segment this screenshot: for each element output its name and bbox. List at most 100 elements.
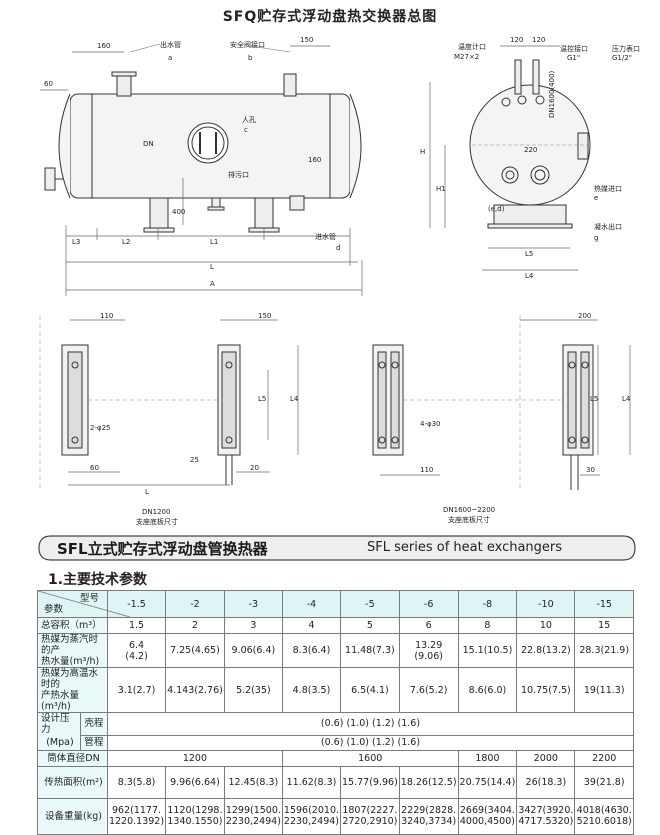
cell: 7.25(4.65) [165, 633, 225, 668]
cell-line: 2669(3404. [459, 805, 515, 816]
dim-25: 25 [190, 456, 199, 464]
cell: 5.2(35) [223, 667, 283, 713]
label-safety-valve: 安全阀接口 [230, 41, 265, 49]
cell: 15.1(10.5) [457, 633, 518, 668]
cell: 19(11.3) [574, 667, 634, 713]
note-dn1200: DN1200 [142, 508, 171, 516]
cell: 2229(2828.3240,3734) [398, 797, 459, 835]
dim-L5: L5 [525, 250, 534, 258]
dim-20: 20 [250, 464, 259, 472]
table-row-shell: 设计压力 壳程 (0.6) (1.0) (1.2) (1.6) [37, 712, 635, 736]
row-label-line: 热水量(m³/h) [41, 656, 100, 667]
cell: 4.143(2.76) [165, 667, 225, 713]
dim-A: A [210, 280, 215, 288]
dim-L5-b: L5 [258, 395, 267, 403]
label-thermometer: 温度计口 [458, 43, 486, 51]
cell: 18.26(12.5) [398, 765, 459, 799]
row-label: 设计压力 [37, 712, 81, 735]
model-cell: -5 [340, 590, 400, 618]
model-cell: -15 [574, 590, 634, 618]
label-heat-in: 热媒进口 [594, 185, 622, 193]
section-title: 1.主要技术参数 [48, 572, 148, 588]
cell-line: 2230,2494) [283, 816, 340, 827]
cell: 8.6(6.0) [457, 667, 518, 713]
dim-200: 200 [578, 312, 592, 320]
cell-line: 2720,2910) [342, 816, 398, 827]
row-label-line: 热媒为高温水时的 [41, 668, 99, 690]
cell: 22.8(13.2) [516, 633, 576, 668]
dim-220: 220 [524, 146, 538, 154]
cell: 10.75(7.5) [516, 667, 576, 713]
cell-line: 962(1177. [111, 805, 162, 816]
dim-160-top: 160 [97, 42, 111, 50]
cell-line: 3427(3920. [518, 805, 574, 816]
corner-diagonal [38, 591, 130, 617]
row-label: 设备重量(kg) [37, 797, 108, 835]
model-cell: -6 [398, 590, 459, 618]
label-outlet: 出水管 [160, 41, 181, 49]
row-label: 传热面积(m²) [37, 765, 108, 799]
cell: 6.4(4.2) [106, 633, 167, 668]
cell: 28.3(21.9) [574, 633, 634, 668]
table-row-tube: (Mpa) 管程 (0.6) (1.0) (1.2) (1.6) [37, 734, 635, 751]
cell: 5 [340, 617, 400, 634]
row-label: 热媒为高温水时的 产热水量(m³/h) [37, 667, 108, 713]
tank-side-view [429, 45, 591, 271]
dim-150-top: 150 [300, 36, 314, 44]
dim-L3: L3 [72, 238, 81, 246]
cell: 8.3(5.8) [106, 765, 167, 799]
model-cell: -4 [281, 590, 342, 618]
cell-line: 1807(2227. [342, 805, 398, 816]
cell: 4018(4630.5210.6018) [574, 797, 634, 835]
note-dn1600-b: 支座底板尺寸 [448, 516, 490, 524]
dim-120-b: 120 [532, 36, 546, 44]
bolt-4-30: 4-φ30 [420, 420, 441, 428]
label-inlet: 进水管 [315, 233, 336, 241]
dim-L4-b: L4 [290, 395, 299, 403]
model-label: 型号 [79, 593, 99, 604]
drawings [39, 43, 631, 490]
dim-60: 60 [44, 80, 53, 88]
cell: 6 [398, 617, 459, 634]
cell-line: 1220.1392) [108, 816, 165, 827]
table-row-weight: 设备重量(kg) 962(1177.1220.1392) 1120(1298.1… [37, 797, 634, 835]
row-label: 总容积（m³） [37, 617, 108, 634]
cell: 1120(1298.1340.1550) [165, 797, 225, 835]
cell-line: 1340.1550) [167, 816, 223, 827]
label-m27: M27×2 [454, 53, 480, 61]
cell: (0.6) (1.0) (1.2) (1.6) [106, 734, 635, 751]
banner-title-en: SFL series of heat exchangers [367, 540, 563, 555]
dim-30: 30 [586, 466, 595, 474]
cell: 13.29(9.06) [398, 633, 459, 668]
sub-label: 壳程 [79, 712, 108, 736]
dim-110-b: 110 [420, 466, 434, 474]
model-cell: -2 [165, 590, 225, 618]
dim-L: L [210, 263, 214, 271]
cell-line: 1120(1298. [167, 805, 223, 816]
note-dn1600: DN1600~2200 [443, 506, 496, 514]
label-temp-ctrl: 温控接口 [560, 45, 588, 53]
table-row-hotwater: 热媒为高温水时的 产热水量(m³/h) 3.1(2.7) 4.143(2.76)… [37, 667, 634, 713]
cell-line: (4.2) [125, 650, 148, 662]
cell: 39(21.8) [574, 765, 634, 799]
dim-150-b: 150 [258, 312, 272, 320]
cell: 1200 [106, 749, 283, 767]
label-c: c [244, 126, 248, 134]
cell: 9.06(6.4) [223, 633, 283, 668]
cell: 7.6(5.2) [398, 667, 459, 713]
banner-title-cn: SFL立式贮存式浮动盘管换热器 [57, 540, 268, 558]
cell: 1596(2010.2230,2494) [281, 797, 342, 835]
cell: 3 [223, 617, 283, 634]
table-row-area: 传热面积(m²) 8.3(5.8) 9.96(6.64) 12.45(8.3) … [37, 765, 634, 799]
label-pressure: 压力表口 [612, 45, 640, 53]
label-drain: 排污口 [228, 171, 249, 179]
row-label-line: 产热水量(m³/h) [41, 690, 80, 712]
dim-L1: L1 [210, 238, 219, 246]
row-label-line: 热媒为蒸汽时的产 [41, 634, 99, 656]
cell: 2000 [516, 749, 576, 767]
param-label: 参数 [44, 604, 64, 615]
cell-line: 4717.5320) [518, 816, 574, 827]
cell-line: 4018(4630. [576, 805, 632, 816]
cell: 3427(3920.4717.5320) [516, 797, 576, 835]
support-plate-dn1600 [372, 315, 631, 490]
